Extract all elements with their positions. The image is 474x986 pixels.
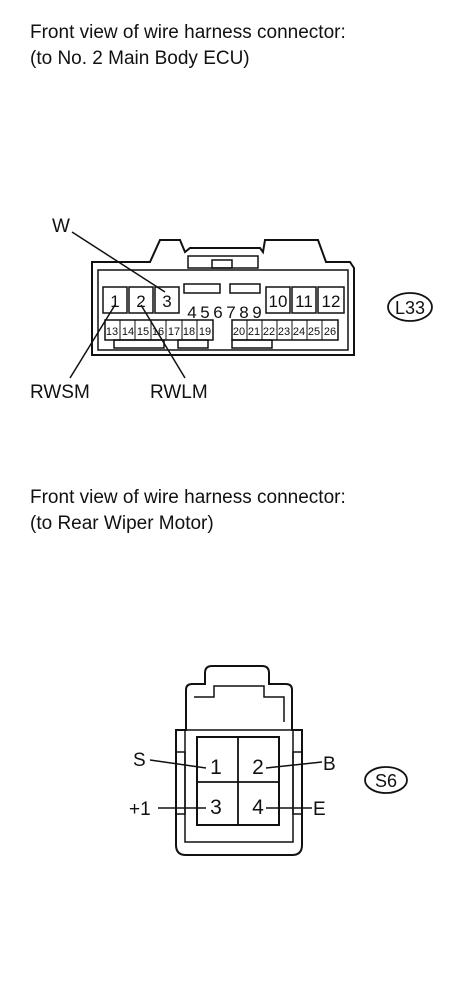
l33-pin-14: 14: [122, 326, 134, 338]
l33-pin-18: 18: [183, 326, 195, 338]
connector-l33: [91, 239, 355, 356]
l33-pin-11: 11: [295, 292, 313, 311]
s6-leader-b: [265, 761, 323, 769]
l33-cell-12: [317, 286, 345, 314]
l33-label-rwlm: RWLM: [150, 382, 208, 403]
l33-pin-23: 23: [278, 326, 290, 338]
l33-latch-tab: [211, 259, 233, 269]
l33-inner-frame: [97, 269, 349, 351]
l33-latch: [187, 255, 259, 269]
l33-key-right: [229, 283, 261, 294]
s6-label-plus1: +1: [129, 799, 151, 820]
l33-leader-rwsm: [69, 304, 116, 379]
l33-pin-17: 17: [168, 326, 180, 338]
l33-pin-6: 6: [213, 303, 222, 322]
l33-pin-7: 7: [226, 303, 235, 322]
s6-label-s: S: [133, 750, 146, 771]
l33-pin-5: 5: [200, 303, 209, 322]
connector2-caption-line2: (to Rear Wiper Motor): [30, 513, 214, 534]
l33-leader-rwlm: [140, 304, 186, 379]
connector1-caption-line1: Front view of wire harness connector:: [30, 22, 346, 43]
l33-pin-24: 24: [293, 326, 305, 338]
l33-leader-w: [71, 231, 166, 293]
l33-cell-10: [265, 286, 291, 314]
s6-label-e: E: [313, 799, 326, 820]
l33-pin-12: 12: [322, 292, 341, 311]
connector-s6: [175, 665, 303, 856]
l33-pin-15: 15: [137, 326, 149, 338]
l33-label-w: W: [52, 216, 70, 237]
l33-pin-13: 13: [106, 326, 118, 338]
l33-pin-22: 22: [263, 326, 275, 338]
connector1-caption: Front view of wire harness connector: (t…: [30, 20, 346, 72]
s6-side-rib-left: [175, 751, 186, 815]
s6-leader-s: [149, 759, 207, 769]
s6-pin-3: 3: [210, 796, 222, 819]
connector2-caption: Front view of wire harness connector: (t…: [30, 485, 346, 537]
l33-pin-4: 4: [187, 303, 196, 322]
l33-pin-10: 10: [269, 292, 288, 311]
s6-label-b: B: [323, 754, 336, 775]
l33-label-rwsm: RWSM: [30, 382, 90, 403]
l33-notch-mid: [177, 339, 209, 349]
l33-cell-11: [291, 286, 317, 314]
l33-pin-8: 8: [239, 303, 248, 322]
l33-key-left: [183, 283, 221, 294]
s6-tag-oval: [364, 766, 408, 794]
l33-housing-outline: [91, 239, 355, 356]
connector1-caption-line2: (to No. 2 Main Body ECU): [30, 48, 250, 69]
s6-housing-inner-top: [194, 685, 285, 722]
l33-pin-9: 9: [252, 303, 261, 322]
l33-pin-26: 26: [324, 326, 336, 338]
l33-notch-right: [231, 339, 273, 349]
l33-pin-20: 20: [233, 326, 245, 338]
l33-cell-3: [154, 286, 180, 314]
l33-notch-left: [113, 339, 165, 349]
l33-pin-2: 2: [136, 292, 145, 311]
l33-pin-21: 21: [248, 326, 260, 338]
l33-cell-1: [102, 286, 128, 314]
l33-cell-2: [128, 286, 154, 314]
l33-bottom-right-block: [231, 319, 339, 341]
l33-tag: L33: [395, 298, 425, 318]
s6-tag: S6: [375, 771, 397, 791]
connector2-caption-line1: Front view of wire harness connector:: [30, 487, 346, 508]
s6-housing-outline: [175, 665, 303, 856]
l33-pin-25: 25: [308, 326, 320, 338]
l33-pin-19: 19: [199, 326, 211, 338]
l33-tag-oval: [387, 292, 433, 322]
s6-pin-4: 4: [252, 796, 264, 819]
s6-side-rib-right: [292, 751, 303, 815]
s6-pin-1: 1: [210, 756, 222, 779]
s6-pin-2: 2: [252, 756, 264, 779]
l33-pin-3: 3: [162, 292, 171, 311]
l33-pin-1: 1: [110, 292, 119, 311]
